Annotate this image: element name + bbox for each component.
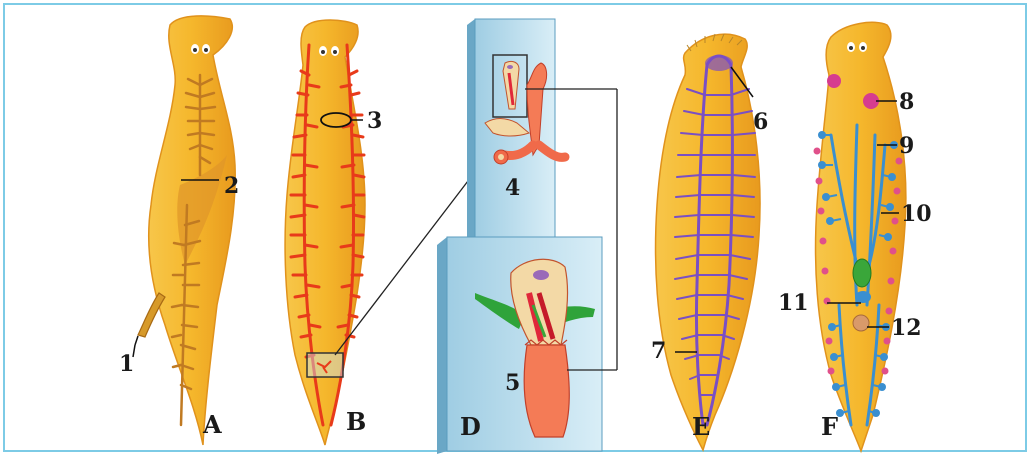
label-12: 12: [891, 315, 922, 341]
figure-frame: 1 2 A 3 B: [3, 3, 1027, 452]
label-1: 1: [119, 351, 134, 377]
figure-letter-f: F: [821, 412, 838, 441]
label-6: 6: [753, 109, 768, 135]
planarian-e-nervous: [656, 34, 760, 450]
label-10: 10: [901, 201, 932, 227]
figure-letter-a: A: [202, 410, 222, 439]
diagram-canvas: 1 2 A 3 B: [5, 5, 1029, 454]
label-9: 9: [899, 133, 914, 159]
planarian-a-digestive: [133, 16, 235, 445]
label-11: 11: [778, 290, 809, 316]
label-7: 7: [651, 338, 666, 364]
label-4: 4: [505, 175, 520, 201]
figure-letter-e: E: [692, 412, 710, 441]
label-2: 2: [224, 173, 239, 199]
label-8: 8: [899, 89, 914, 115]
figure-letter-b: B: [346, 407, 366, 436]
figure-letter-d: D: [460, 412, 481, 441]
planarian-f-reproductive: [814, 22, 906, 451]
flame-cell-panel-d: [437, 19, 617, 454]
label-3: 3: [367, 108, 382, 134]
label-5: 5: [505, 370, 520, 396]
